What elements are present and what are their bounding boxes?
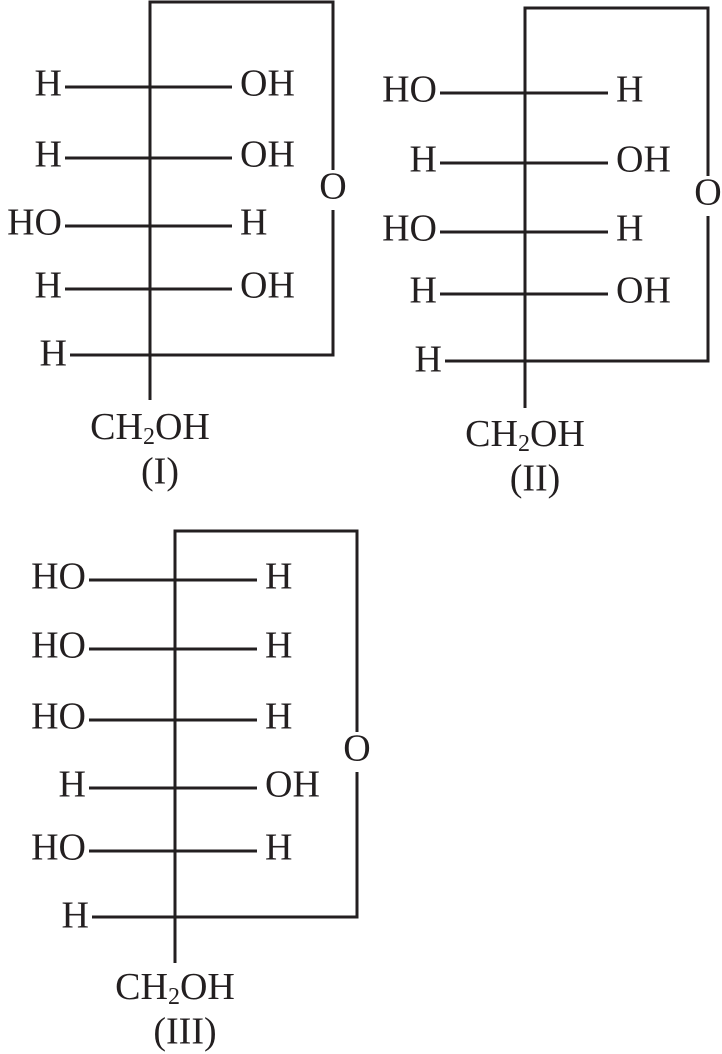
ring-oxygen-label: O	[343, 728, 370, 770]
left-substituent: HO	[31, 696, 86, 738]
ch-text: CH	[465, 413, 518, 455]
ch2oh-label: CH2OH	[115, 966, 235, 1010]
left-substituent: H	[35, 134, 62, 176]
left-substituent: HO	[382, 69, 437, 111]
ring-oxygen-gap	[343, 732, 371, 772]
right-substituent: OH	[616, 139, 671, 181]
right-substituent: H	[265, 625, 292, 667]
right-substituent: H	[616, 208, 643, 250]
left-substituent: HO	[382, 208, 437, 250]
structure-caption: (II)	[510, 458, 561, 500]
structure-caption: (I)	[141, 451, 179, 493]
left-substituent: H	[410, 139, 437, 181]
anomeric-h-label: H	[62, 895, 89, 937]
left-substituent: HO	[31, 827, 86, 869]
right-substituent: OH	[240, 265, 295, 307]
anomeric-h-label: H	[40, 333, 67, 375]
left-substituent: H	[59, 764, 86, 806]
anomeric-h-label: H	[415, 339, 442, 381]
ch2oh-label: CH2OH	[465, 413, 585, 457]
right-substituent: OH	[240, 134, 295, 176]
subscript-2: 2	[143, 424, 155, 450]
right-substituent: H	[616, 69, 643, 111]
oh-text: OH	[530, 413, 585, 455]
structure-caption: (III)	[153, 1011, 216, 1053]
oh-text: OH	[155, 406, 210, 448]
right-substituent: H	[265, 827, 292, 869]
ch2oh-label: CH2OH	[90, 406, 210, 450]
ch-text: CH	[90, 406, 143, 448]
ring-oxygen-label: O	[319, 166, 346, 208]
right-substituent: H	[265, 696, 292, 738]
left-substituent: H	[35, 63, 62, 105]
subscript-2: 2	[168, 984, 180, 1010]
left-substituent: HO	[7, 202, 62, 244]
left-substituent: H	[410, 270, 437, 312]
ring-oxygen-gap	[319, 170, 347, 210]
right-substituent: OH	[616, 270, 671, 312]
subscript-2: 2	[518, 431, 530, 457]
ring-outline	[445, 6, 710, 408]
right-substituent: H	[240, 202, 267, 244]
ring-oxygen-label: O	[694, 172, 721, 214]
right-substituent: OH	[265, 764, 320, 806]
ring-oxygen-gap	[694, 176, 722, 216]
right-substituent: OH	[240, 63, 295, 105]
ring-outline	[92, 529, 359, 963]
ch-text: CH	[115, 966, 168, 1008]
left-substituent: HO	[31, 556, 86, 598]
left-substituent: H	[35, 265, 62, 307]
oh-text: OH	[180, 966, 235, 1008]
right-substituent: H	[265, 556, 292, 598]
left-substituent: HO	[31, 625, 86, 667]
ring-outline	[70, 0, 335, 400]
